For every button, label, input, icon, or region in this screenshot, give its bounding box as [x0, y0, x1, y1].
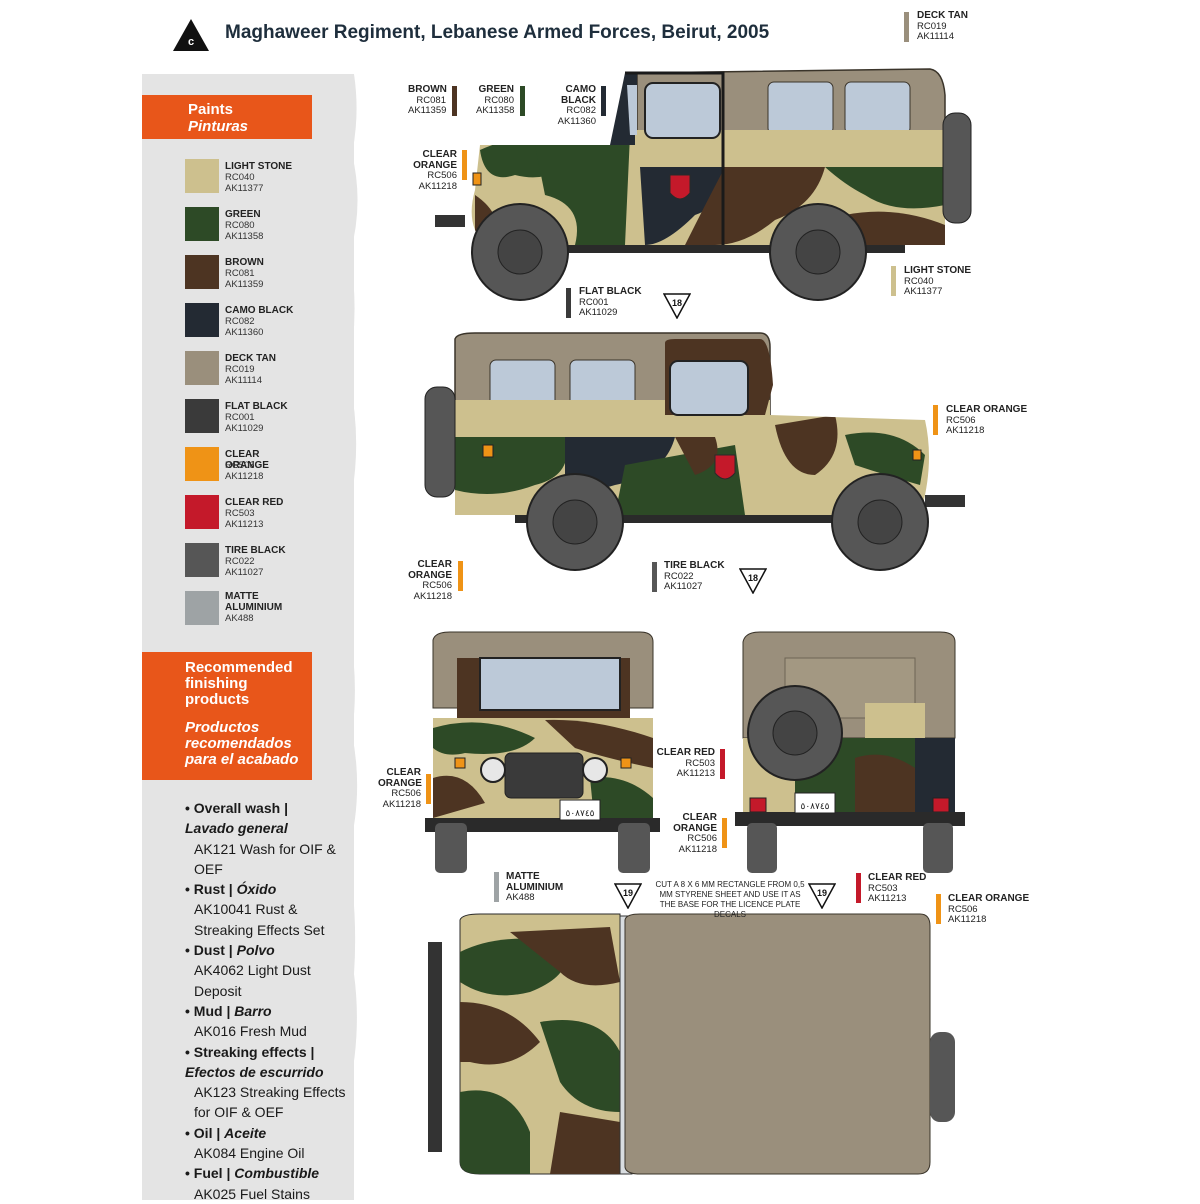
- swatch-color: [185, 207, 219, 241]
- paints-header-en: Paints: [188, 101, 234, 118]
- vehicle-top-view: [428, 913, 955, 1175]
- color-bar: [601, 86, 606, 116]
- swatch-color: [185, 591, 219, 625]
- section-badge: c: [173, 19, 209, 51]
- color-bar: [426, 774, 431, 804]
- list-item: • Overall wash | Lavado general AK121 Wa…: [185, 800, 336, 877]
- list-item: • Dust | Polvo AK4062 Light Dust Deposit: [185, 942, 311, 999]
- decal-marker-side-1: 18: [663, 293, 691, 319]
- color-bar: [494, 872, 499, 902]
- front-plate-text: ٥٠٨٧٤٥: [565, 808, 594, 818]
- color-bar: [933, 405, 938, 435]
- decal-marker-side-2: 18: [739, 568, 767, 594]
- decal-marker-front: 19: [614, 883, 642, 909]
- list-item: • Mud | Barro AK016 Fresh Mud: [185, 1002, 307, 1040]
- swatch-color: [185, 495, 219, 529]
- paint-swatch-brown: BROWN RC081 AK11359: [185, 255, 345, 291]
- swatch-color: [185, 399, 219, 433]
- licence-plate-note: CUT A 8 X 6 MM RECTANGLE FROM 0,5 MM STY…: [655, 880, 805, 919]
- color-bar: [856, 873, 861, 903]
- paint-swatch-matte-aluminium: MATTE ALUMINIUM AK488: [185, 591, 345, 627]
- color-bar: [720, 749, 725, 779]
- svg-text:19: 19: [623, 888, 633, 898]
- color-bar: [904, 12, 909, 42]
- paint-swatch-clear-orange: CLEAR ORANGE RC506 AK11218: [185, 447, 345, 483]
- paint-swatch-green: GREEN RC080 AK11358: [185, 207, 345, 243]
- swatch-color: [185, 255, 219, 289]
- sidebar-background: [142, 74, 354, 1200]
- swatch-color: [185, 303, 219, 337]
- color-bar: [936, 894, 941, 924]
- decal-marker-rear: 19: [808, 883, 836, 909]
- list-item: • Rust | Óxido AK10041 Rust & Streaking …: [185, 881, 325, 938]
- swatch-color: [185, 543, 219, 577]
- svg-text:18: 18: [748, 573, 758, 583]
- finishing-header: Recommended finishing products Productos…: [142, 652, 312, 780]
- vehicle-rear-view: ٥٠٨٧٤٥: [735, 631, 965, 873]
- svg-text:19: 19: [817, 888, 827, 898]
- paint-swatch-flat-black: FLAT BLACK RC001 AK11029: [185, 399, 345, 435]
- color-bar: [452, 86, 457, 116]
- paints-header: Paints Pinturas: [142, 95, 312, 139]
- sidebar-brush-edge: [330, 74, 358, 1200]
- page-title: Maghaweer Regiment, Lebanese Armed Force…: [225, 22, 770, 43]
- paint-swatch-light-stone: LIGHT STONE RC040 AK11377: [185, 159, 345, 195]
- list-item: • Oil | Aceite AK084 Engine Oil: [185, 1124, 305, 1162]
- rear-plate-text: ٥٠٨٧٤٥: [800, 801, 829, 811]
- color-bar: [566, 288, 571, 318]
- color-bar: [458, 561, 463, 591]
- list-item: • Fuel | Combustible AK025 Fuel Stains: [185, 1165, 320, 1202]
- swatch-color: [185, 159, 219, 193]
- vehicle-front-view: ٥٠٨٧٤٥: [425, 631, 660, 873]
- color-bar: [652, 562, 657, 592]
- finishing-list: • Overall wash | Lavado general AK121 Wa…: [185, 798, 350, 1204]
- vehicle-right-side-view: [424, 332, 965, 571]
- color-bar: [722, 818, 727, 848]
- section-badge-letter: c: [188, 36, 194, 48]
- color-bar: [520, 86, 525, 116]
- svg-text:18: 18: [672, 298, 682, 308]
- color-bar: [891, 266, 896, 296]
- list-item: • Streaking effects | Efectos de escurri…: [185, 1043, 346, 1121]
- color-bar: [462, 150, 467, 180]
- paint-swatch-clear-red: CLEAR RED RC503 AK11213: [185, 495, 345, 531]
- vehicle-left-side-view: [435, 68, 972, 301]
- paint-swatch-deck-tan: DECK TAN RC019 AK11114: [185, 351, 345, 387]
- swatch-color: [185, 447, 219, 481]
- paint-swatch-tire-black: TIRE BLACK RC022 AK11027: [185, 543, 345, 579]
- swatch-color: [185, 351, 219, 385]
- paint-swatch-camo-black: CAMO BLACK RC082 AK11360: [185, 303, 345, 339]
- paints-header-es: Pinturas: [188, 118, 249, 135]
